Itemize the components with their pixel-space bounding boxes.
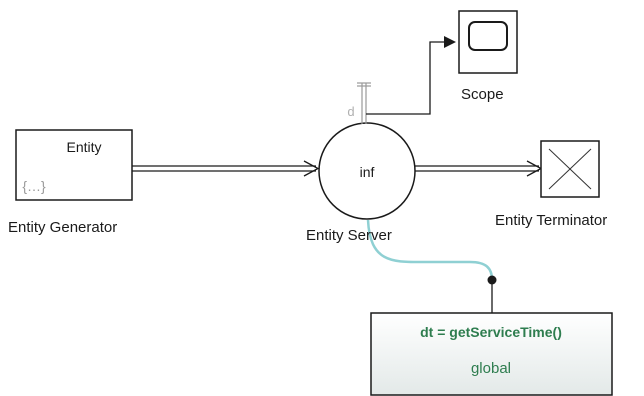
curly-braces-icon: {…} [22, 178, 46, 194]
entity-server-name: Entity Server [306, 227, 392, 244]
scope-block[interactable] [458, 10, 518, 74]
double-line-arrow-icon [303, 160, 320, 177]
entity-terminator-block[interactable] [540, 140, 600, 198]
double-line-arrow-icon [526, 160, 543, 177]
entity-server-inner-label: inf [360, 164, 375, 180]
x-cross-icon [548, 148, 592, 190]
function-scope-label: global [471, 360, 511, 377]
server-port-label: d [347, 104, 354, 119]
scope-name: Scope [461, 86, 504, 103]
entity-connection-server-terminator[interactable] [415, 160, 543, 177]
entity-connection-generator-server[interactable] [132, 160, 320, 177]
server-d-port[interactable]: d [347, 82, 371, 124]
scope-screen-icon [468, 21, 508, 51]
entity-generator-inner-label: Entity [66, 139, 101, 155]
function-port-dot-icon [487, 275, 497, 285]
signal-line-server-scope[interactable] [366, 36, 456, 115]
entity-terminator-name: Entity Terminator [495, 212, 608, 229]
signal-arrow-icon [444, 36, 456, 48]
function-signature: dt = getServiceTime() [420, 324, 562, 340]
simulink-function-block[interactable]: dt = getServiceTime() global [370, 312, 613, 396]
entity-generator-name: Entity Generator [8, 219, 118, 236]
entity-generator-block[interactable]: Entity {…} [15, 129, 133, 201]
function-link-line[interactable] [366, 219, 497, 313]
entity-server-block[interactable]: inf [318, 122, 416, 220]
